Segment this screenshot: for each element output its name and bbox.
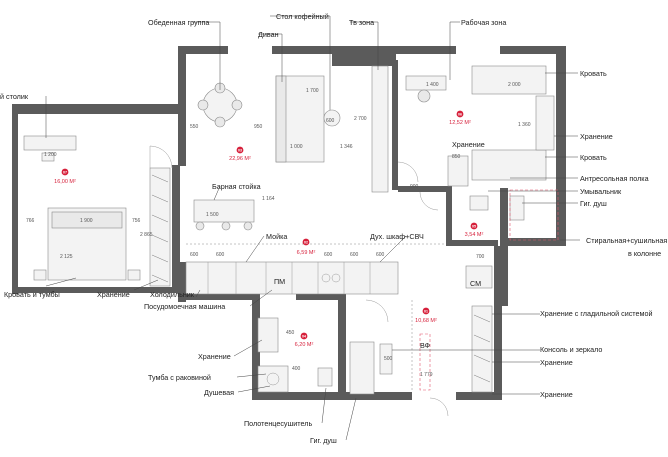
badge-bedroom-right: 06 (458, 112, 462, 116)
label-towel-dryer: Полотенцесушитель (244, 419, 312, 428)
label-console-mirror: Консоль и зеркало (540, 345, 602, 354)
dim-900: 900 (410, 184, 419, 190)
dimensions: 1 200 1 900 2 125 766 756 2 865 550 950 … (26, 82, 531, 378)
label-bar-counter: Барная стойка (212, 182, 261, 191)
area-bedroom-left: 16,00 М² (54, 179, 76, 185)
dim-600: 600 (326, 118, 335, 124)
wardrobe-hatch (151, 174, 169, 283)
badge-living: 03 (238, 148, 242, 152)
dim-550: 550 (190, 124, 199, 130)
badge-kitchen: 02 (304, 240, 308, 244)
label-cabinet-sink: Тумба с раковиной (148, 373, 211, 382)
badge-bath-main: 04 (302, 334, 306, 338)
dim-950: 950 (254, 124, 263, 130)
furniture (23, 65, 555, 395)
doors (149, 145, 449, 417)
dim-1500: 1 500 (206, 212, 219, 218)
label-bed-right: Кровать (580, 69, 607, 78)
label-storage-ironing: Хранение с гладильной системой (540, 309, 652, 318)
label-hyg-shower-1: Гиг. душ (580, 199, 607, 208)
label-washbasin: Умывальник (580, 187, 622, 196)
dim-400: 400 (292, 366, 301, 372)
badge-hall: 01 (424, 309, 428, 313)
dim-2125: 2 125 (60, 254, 73, 260)
dim-850: 850 (452, 154, 461, 160)
dim-1000: 1 000 (290, 144, 303, 150)
callouts: й столик Обеденная группа Стол кофейный … (0, 12, 667, 445)
dim-2700: 2 700 (354, 116, 367, 122)
dim-2865: 2 865 (140, 232, 153, 238)
dim-700: 700 (476, 254, 485, 260)
label-washer-line1: Стиральная+сушильная (586, 236, 667, 245)
area-badges: 07 16,00 М² 03 22,96 М² 06 12,52 М² 02 6… (54, 110, 484, 348)
dim-500: 500 (384, 356, 393, 362)
tag-dishwasher: ПМ (274, 277, 285, 286)
label-dishwasher: Посудомоечная машина (144, 302, 225, 311)
dim-1200: 1 200 (44, 152, 57, 158)
label-dining-group: Обеденная группа (148, 18, 209, 27)
label-fridge: Холодильник (150, 290, 195, 299)
dim-1779: 1 779 (420, 372, 433, 378)
area-hall: 10,68 М² (415, 318, 437, 324)
badge-bedroom-left: 07 (63, 170, 67, 174)
dim-1164: 1 164 (262, 196, 275, 202)
area-bath-main: 6,20 М² (295, 342, 314, 348)
area-bath-small: 3,54 М² (465, 232, 484, 238)
dim-1400: 1 400 (426, 82, 439, 88)
tags: ПМ СМ ВФ (274, 277, 481, 350)
label-shower: Душевая (204, 388, 234, 397)
label-hyg-shower-2: Гиг. душ (310, 436, 337, 445)
label-work-zone: Рабочая зона (461, 18, 506, 27)
tag-washer: СМ (470, 279, 481, 288)
dim-450: 450 (286, 330, 295, 336)
leader-lines (45, 15, 580, 441)
label-storage-5: Хранение (540, 358, 573, 367)
dim-2000: 2 000 (508, 82, 521, 88)
dim-1700: 1 700 (306, 88, 319, 94)
dim-600-k4: 600 (350, 252, 359, 258)
dim-1360: 1 360 (518, 122, 531, 128)
hall-storage-hatch (473, 314, 491, 383)
dim-600-k1: 600 (190, 252, 199, 258)
dim-600-k5: 600 (376, 252, 385, 258)
area-kitchen: 6,59 М² (297, 250, 316, 256)
guide-lines (186, 189, 559, 392)
area-living: 22,96 М² (229, 156, 251, 162)
dim-1900: 1 900 (80, 218, 93, 224)
label-washer-line2: в колонне (628, 249, 661, 258)
label-storage-4: Хранение (198, 352, 231, 361)
label-mezzanine: Антресольная полка (580, 174, 649, 183)
label-storage-2: Хранение (452, 140, 485, 149)
label-table-left: й столик (0, 92, 29, 101)
label-storage-3: Хранение (97, 290, 130, 299)
dim-756: 756 (132, 218, 141, 224)
label-oven: Дух. шкаф+СВЧ (370, 232, 424, 241)
tag-vf: ВФ (420, 341, 431, 350)
label-storage-1: Хранение (580, 132, 613, 141)
dim-766: 766 (26, 218, 35, 224)
area-bedroom-right: 12,52 М² (449, 120, 471, 126)
label-bed-2: Кровать (580, 153, 607, 162)
dim-1346: 1 346 (340, 144, 353, 150)
label-sink: Мойка (266, 232, 287, 241)
label-bed-nightstands: Кровать и тумбы (4, 290, 60, 299)
label-sofa: Диван (258, 30, 279, 39)
badge-bath-small: 05 (472, 224, 476, 228)
label-storage-6: Хранение (540, 390, 573, 399)
dim-600-k3: 600 (324, 252, 333, 258)
label-coffee-table: Стол кофейный (276, 12, 329, 21)
dim-600-k2: 600 (216, 252, 225, 258)
label-tv-zone: Тв зона (349, 18, 374, 27)
